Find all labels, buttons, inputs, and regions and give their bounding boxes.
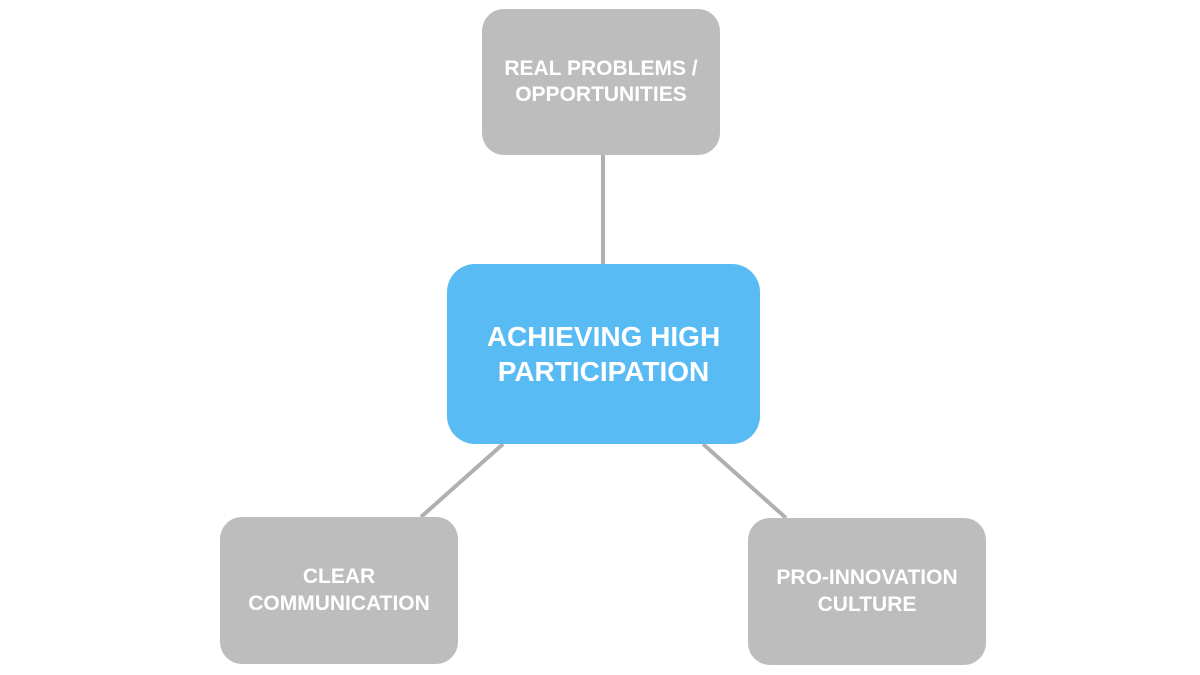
node-achieving-high-participation: ACHIEVING HIGH PARTICIPATION <box>447 264 760 444</box>
node-label: CLEAR COMMUNICATION <box>248 565 430 615</box>
node-real-problems-opportunities: REAL PROBLEMS / OPPORTUNITIES <box>482 9 720 155</box>
node-label: REAL PROBLEMS / OPPORTUNITIES <box>504 56 698 106</box>
node-label: PRO-INNOVATION CULTURE <box>776 566 958 616</box>
connector-right <box>701 442 788 520</box>
node-label: ACHIEVING HIGH PARTICIPATION <box>486 321 721 387</box>
connector-left <box>419 442 505 519</box>
node-pro-innovation-culture: PRO-INNOVATION CULTURE <box>748 518 986 665</box>
node-clear-communication: CLEAR COMMUNICATION <box>220 517 458 664</box>
